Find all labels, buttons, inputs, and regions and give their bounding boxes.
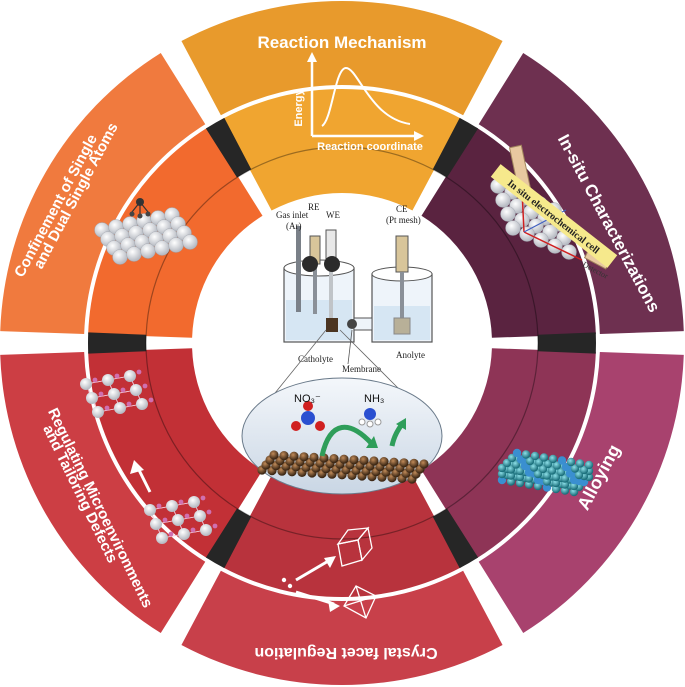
segment-separator: [432, 508, 479, 569]
crystal-facet-art: [281, 526, 377, 619]
energy-diagram: Energy Reaction coordinate: [293, 52, 424, 153]
up-arrow-icon: [130, 460, 152, 493]
membrane-label: Membrane: [342, 364, 381, 374]
single-atom-marker: [129, 198, 151, 219]
alloy-slab: [497, 448, 594, 497]
defect-lattices: [80, 369, 218, 544]
re-label: RE: [308, 202, 320, 212]
segment-inner-band: [88, 348, 263, 559]
nitrate-label: NO₃⁻: [294, 393, 321, 405]
energy-axis-label: Energy: [293, 88, 305, 126]
segment-outer-band: [181, 0, 503, 116]
segment-outer-band: [0, 52, 206, 334]
title-reaction-mechanism: Reaction Mechanism: [257, 33, 426, 52]
segment-separator: [88, 332, 147, 354]
ce-label: CE: [396, 204, 408, 214]
catholyte-label: Catholyte: [298, 354, 333, 364]
segment-inner-band: [222, 475, 462, 597]
octahedron-crystal-icon: [343, 585, 377, 619]
segment-outer-band: [181, 570, 503, 685]
segment-outer-band: [0, 352, 206, 634]
single-atom-lattice: [94, 207, 198, 265]
title-crystal-facet: Crystal facet Regulation: [254, 644, 437, 661]
segment-inner-band: [421, 348, 596, 559]
insitu-cell-banner: [490, 164, 618, 268]
segment-separator: [432, 117, 479, 178]
segment-reaction-mechanism: [181, 0, 503, 211]
ammonia-label: NH₃: [364, 393, 384, 405]
anolyte-label: Anolyte: [396, 350, 425, 360]
electrochemical-cell: Gas inlet (Ar) RE WE CE (Pt mesh) Cathol…: [241, 202, 443, 495]
cube-crystal-icon: [336, 526, 373, 567]
segment-microenvironments: [0, 348, 263, 634]
gas-label: (Ar): [286, 221, 302, 231]
segment-alloying: [421, 348, 684, 634]
ce-sub-label: (Pt mesh): [386, 215, 421, 225]
segment-outer-band: [478, 352, 684, 634]
reaction-coordinate-label: Reaction coordinate: [317, 141, 423, 153]
gas-inlet-label: Gas inlet: [276, 210, 309, 220]
we-label: WE: [326, 210, 340, 220]
segment-crystal-facet: [181, 475, 503, 685]
segment-separator: [205, 117, 252, 178]
segment-outer-band: [478, 52, 684, 334]
segment-separator: [205, 508, 252, 569]
segment-separator: [537, 332, 597, 354]
segment-inner-band: [222, 88, 462, 211]
